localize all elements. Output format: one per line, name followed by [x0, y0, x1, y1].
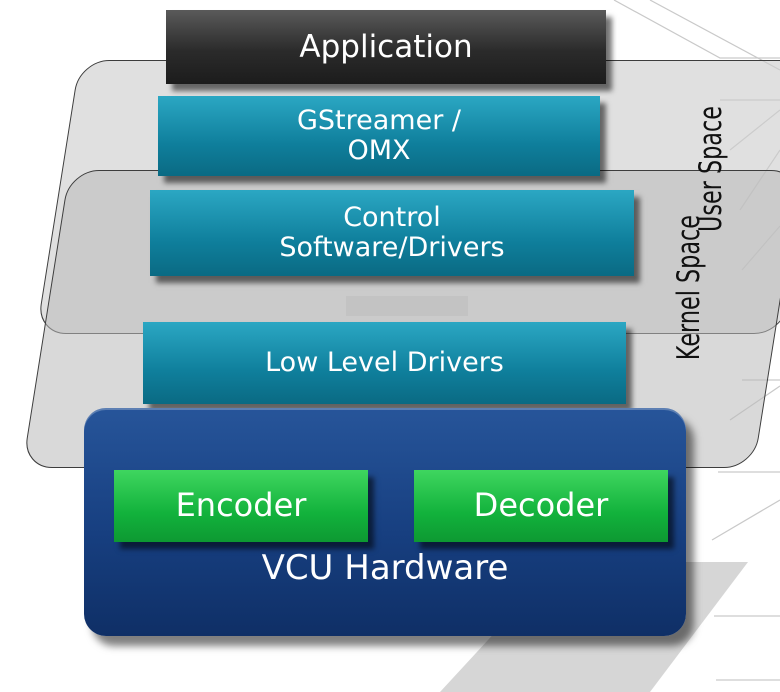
gstreamer-omx-box: GStreamer / OMX — [158, 96, 600, 176]
encoder-label: Encoder — [175, 486, 307, 525]
control-label-line1: Control — [343, 201, 441, 233]
decoder-label: Decoder — [473, 486, 609, 525]
control-software-box: Control Software/Drivers — [150, 190, 634, 276]
vcu-hardware-label: VCU Hardware — [261, 548, 509, 588]
application-label: Application — [299, 28, 473, 65]
gstreamer-label-line1: GStreamer / — [296, 104, 461, 136]
decoder-box: Decoder — [414, 470, 668, 542]
application-box: Application — [166, 10, 606, 84]
low-level-drivers-box: Low Level Drivers — [143, 322, 626, 404]
gstreamer-label-line2: OMX — [347, 135, 411, 166]
encoder-box: Encoder — [114, 470, 368, 542]
kernel-space-label: Kernel Space — [671, 214, 707, 361]
control-label-line2: Software/Drivers — [279, 232, 505, 263]
low-level-drivers-label: Low Level Drivers — [265, 346, 504, 378]
